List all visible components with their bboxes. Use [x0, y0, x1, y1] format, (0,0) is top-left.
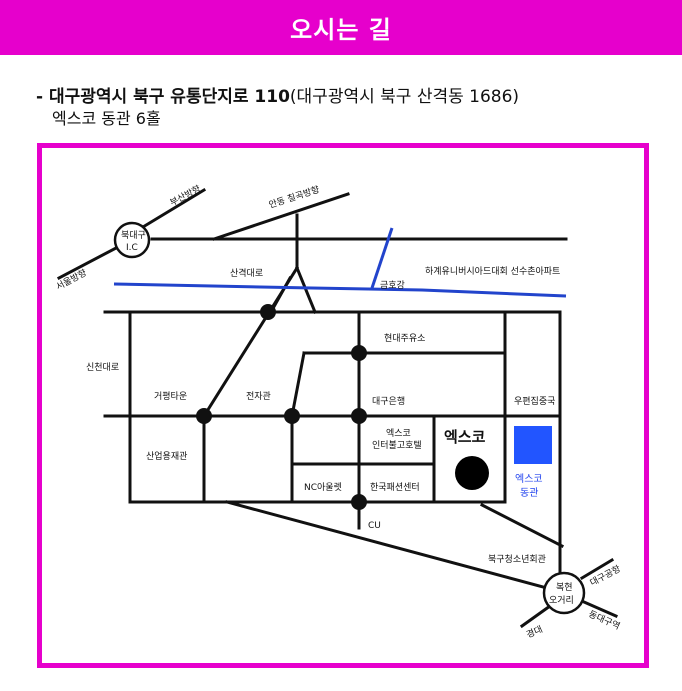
- interchange-circle: [113, 221, 151, 259]
- place-post-office: 우편집중국: [514, 395, 555, 407]
- address-dash: -: [36, 87, 49, 107]
- address-block: - 대구광역시 북구 유통단지로 110(대구광역시 북구 산격동 1686) …: [36, 86, 519, 130]
- lot-address: (대구광역시 북구 산격동 1686): [289, 87, 520, 107]
- direction-gyeongdae: 경대: [524, 623, 544, 641]
- venue-name: 엑스코 동관 6홀: [52, 109, 161, 128]
- place-electronics: 전자관: [246, 391, 271, 402]
- direction-airport: 대구공항: [588, 563, 622, 588]
- exco-label: 엑스코: [444, 428, 486, 446]
- boghyeon-circle: [542, 571, 586, 615]
- river-label: 금호강: [380, 280, 405, 291]
- road-bottom-diagonal: [225, 500, 549, 590]
- east-wing-marker: [514, 426, 552, 464]
- place-cu: CU: [368, 521, 381, 531]
- river-geumho: [113, 282, 567, 298]
- map-frame: 엑스코 엑스코 동관 북대구 I.C 복현 오거리 부산방향 서울방향 안동 칠…: [37, 143, 649, 668]
- node-3: [196, 408, 212, 424]
- place-universiade: 하계유니버시아드대회 선수촌아파트: [425, 265, 560, 277]
- place-industrial: 산업용재관: [146, 451, 187, 462]
- interchange-label-top: 북대구: [121, 230, 146, 241]
- address-line: - 대구광역시 북구 유통단지로 110(대구광역시 북구 산격동 1686): [36, 86, 519, 108]
- road-busan-branch: [135, 187, 207, 233]
- boghyeon-label-bottom: 오거리: [549, 595, 574, 606]
- interchange-label-bottom: I.C: [126, 243, 138, 253]
- road-airport-branch: [579, 557, 615, 581]
- river-tributary: [370, 227, 394, 289]
- header-banner: 오시는 길: [0, 0, 682, 55]
- place-hyundai-gas: 현대주유소: [384, 333, 425, 344]
- east-wing-label-top: 엑스코: [515, 473, 543, 485]
- place-exco-inter-top: 엑스코: [386, 427, 411, 439]
- route-map: 엑스코 엑스코 동관 북대구 I.C 복현 오거리 부산방향 서울방향 안동 칠…: [54, 183, 623, 641]
- exco-marker: [455, 456, 489, 490]
- node-1: [260, 304, 276, 320]
- place-youth-center: 북구청소년회관: [488, 554, 546, 565]
- road-sangyeok-south: [268, 275, 293, 315]
- boghyeon-label-top: 복현: [556, 582, 573, 593]
- page-title: 오시는 길: [290, 16, 392, 44]
- road-address: 대구광역시 북구 유통단지로 110: [48, 87, 290, 107]
- direction-busan: 부산방향: [168, 183, 203, 209]
- road-seoul-branch: [56, 245, 119, 281]
- east-wing-label-bottom: 동관: [520, 487, 538, 499]
- place-fashion: 한국패션센터: [370, 482, 420, 493]
- node-4: [284, 408, 300, 424]
- road-label-sangyeok: 산격대로: [230, 267, 263, 279]
- road-hyundai-drop: [290, 351, 306, 418]
- node-6: [351, 494, 367, 510]
- place-nc-outlet: NC아울렛: [304, 482, 342, 493]
- node-5: [351, 408, 367, 424]
- place-daegu-bank: 대구은행: [372, 395, 405, 407]
- node-2: [351, 345, 367, 361]
- road-youth-diagonal: [479, 502, 565, 549]
- road-gyeongdae-branch: [519, 603, 553, 629]
- road-dongdaegu-branch: [582, 600, 618, 618]
- place-exco-inter-bottom: 인터불고호텔: [372, 439, 422, 451]
- place-geopyeong: 거평타운: [154, 391, 187, 402]
- road-label-sincheon: 신천대로: [86, 362, 119, 373]
- road-sangyeok-east: [295, 266, 317, 314]
- road-chilgok: [212, 192, 350, 241]
